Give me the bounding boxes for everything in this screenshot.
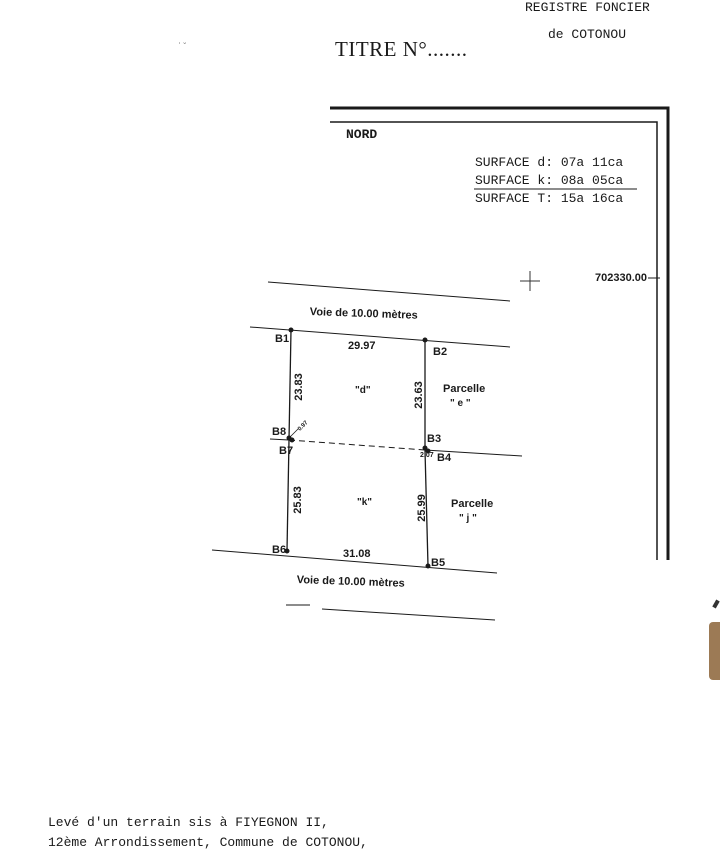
frame-outer bbox=[330, 106, 670, 560]
point-label-b6: B6 bbox=[272, 544, 287, 556]
survey-description-line1: Levé d'un terrain sis à FIYEGNON II, bbox=[48, 815, 329, 830]
frame-inner bbox=[330, 121, 658, 560]
dim-right-upper: 23.63 bbox=[413, 381, 425, 409]
point-label-b1: B1 bbox=[275, 333, 290, 345]
dim-right-lower: 25.99 bbox=[416, 494, 428, 522]
point-label-b3: B3 bbox=[427, 433, 442, 445]
registry-city: de COTONOU bbox=[548, 27, 627, 42]
edge-b7-b6 bbox=[286, 439, 290, 552]
point-label-b4: B4 bbox=[437, 452, 452, 464]
road-top-outer-line bbox=[267, 281, 511, 302]
registry-name: REGISTRE FONCIER bbox=[525, 0, 650, 15]
division-extension-west bbox=[269, 438, 290, 441]
scan-edge-artifact bbox=[709, 622, 720, 680]
title-number: TITRE N°....... bbox=[335, 37, 468, 61]
marker-b5 bbox=[425, 563, 431, 569]
road-bottom-inner-line bbox=[211, 549, 498, 574]
surface-k: SURFACE k: 08a 05ca bbox=[475, 173, 624, 188]
dim-bottom: 31.08 bbox=[343, 548, 371, 560]
b8-offset-leader bbox=[289, 428, 299, 438]
dim-b4-offset: 2.07 bbox=[420, 452, 434, 459]
dim-left-upper: 23.83 bbox=[293, 373, 305, 401]
lot-d-label: "d" bbox=[355, 385, 371, 396]
marker-b4 bbox=[425, 448, 431, 454]
dim-b8-offset: 0.97 bbox=[297, 420, 310, 433]
division-extension-east bbox=[424, 449, 523, 457]
north-label: NORD bbox=[346, 127, 378, 142]
parcel-j-word: Parcelle bbox=[451, 498, 494, 510]
point-label-b8: B8 bbox=[272, 426, 287, 438]
scan-speck: ˙ ˘ bbox=[178, 41, 187, 51]
marker-b2 bbox=[422, 337, 428, 343]
surface-total: SURFACE T: 15a 16ca bbox=[475, 191, 624, 206]
surface-d: SURFACE d: 07a 11ca bbox=[475, 155, 624, 170]
point-label-b2: B2 bbox=[433, 346, 448, 358]
lot-division-dashed bbox=[288, 439, 426, 451]
edge-b4-b5 bbox=[424, 449, 429, 567]
marker-b7 bbox=[289, 437, 295, 443]
edge-b1-b8 bbox=[288, 329, 292, 441]
parcel-e-word: Parcelle bbox=[443, 383, 486, 395]
road-bottom-outer-line bbox=[321, 608, 496, 621]
parcel-e-id: " e " bbox=[450, 398, 471, 409]
point-label-b5: B5 bbox=[431, 557, 446, 569]
dim-left-lower: 25.83 bbox=[292, 486, 304, 514]
point-label-b7: B7 bbox=[279, 445, 294, 457]
marker-b6 bbox=[284, 548, 290, 554]
survey-description-line2: 12ème Arrondissement, Commune de COTONOU… bbox=[48, 835, 368, 850]
dim-top: 29.97 bbox=[348, 340, 376, 352]
coordinate-label: 702330.00 bbox=[595, 272, 647, 284]
marker-b1 bbox=[288, 327, 294, 333]
parcel-j-id: " j " bbox=[459, 513, 477, 524]
lot-k-label: "k" bbox=[357, 497, 373, 508]
